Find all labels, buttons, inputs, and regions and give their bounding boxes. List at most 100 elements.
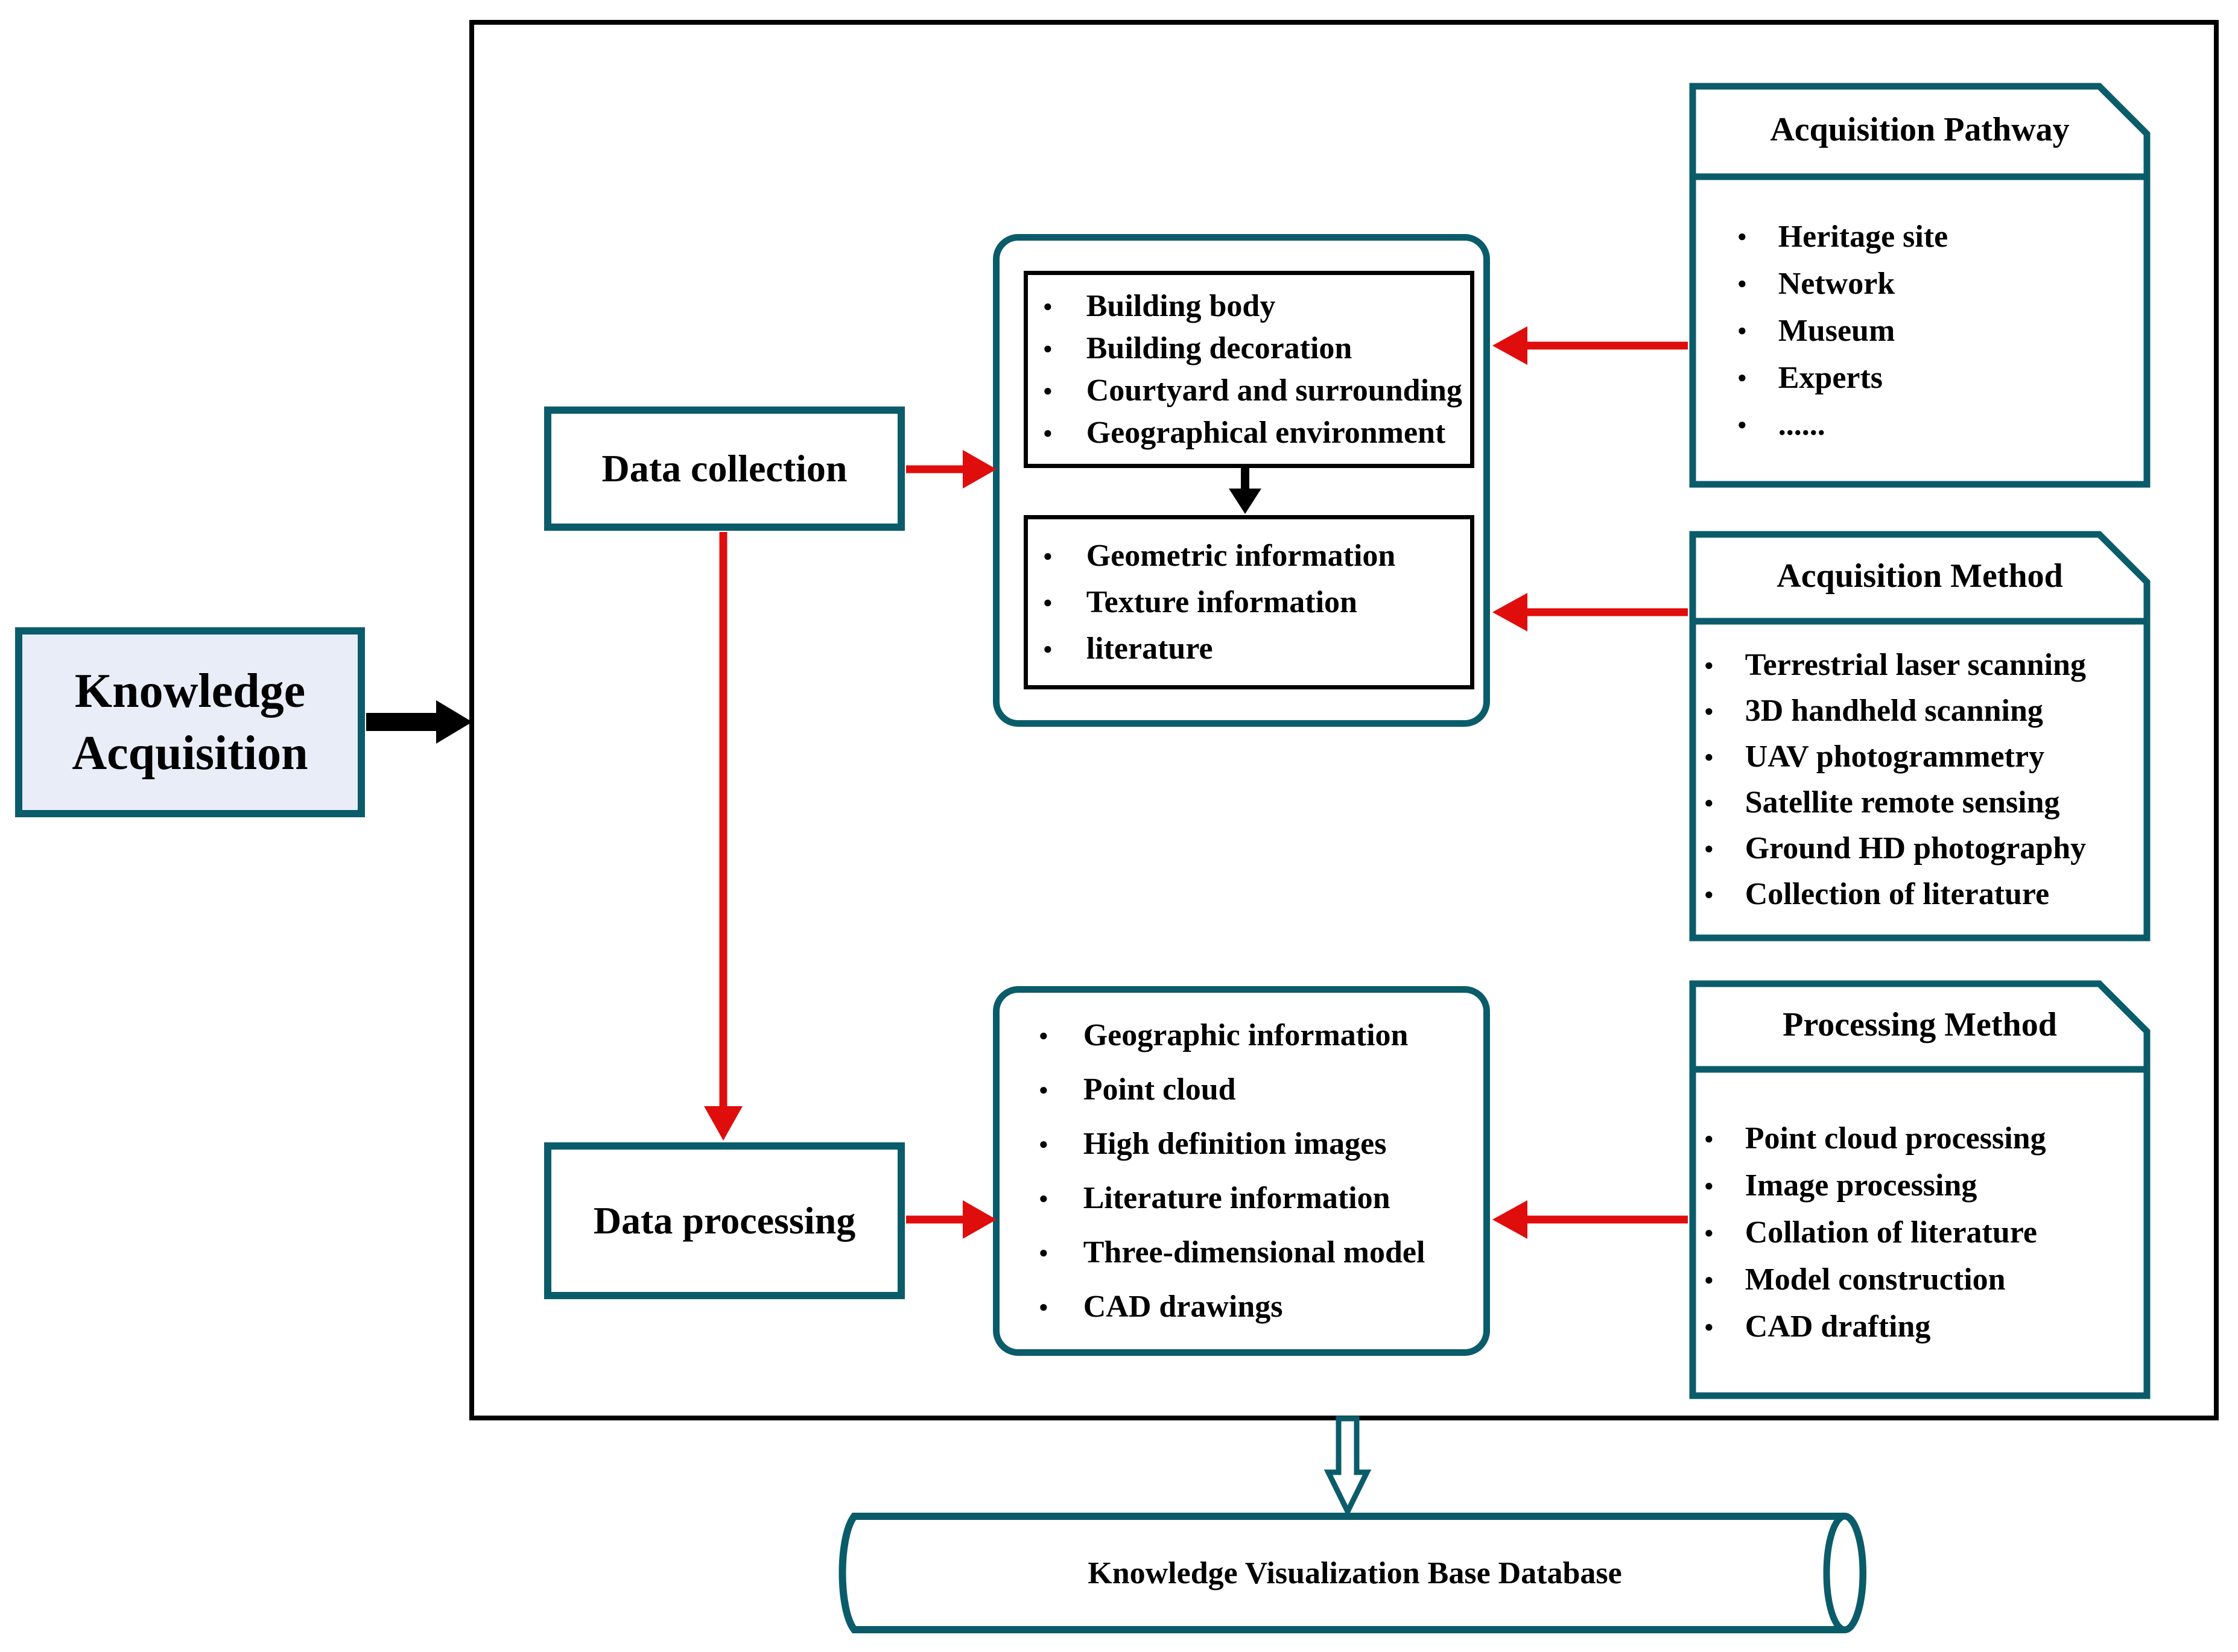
list-item: ● literature — [1028, 625, 1470, 672]
list-item: ● Point cloud — [1000, 1063, 1483, 1117]
list-item: ● CAD drawings — [1000, 1280, 1483, 1334]
list-item: ● Geographic information — [1000, 1008, 1483, 1063]
bullet-icon: ● — [1043, 593, 1053, 611]
acquisition-method-note: Acquisition Method ● Terrestrial laser s… — [1689, 531, 2151, 942]
acquisition-method-title: Acquisition Method — [1777, 557, 2063, 595]
list-item: ● Ground HD photography — [1689, 826, 2146, 872]
bullet-icon: ● — [1039, 1189, 1048, 1207]
bullet-icon: ● — [1704, 885, 1714, 903]
bullet-icon: ● — [1039, 1080, 1048, 1098]
list-item-label: Experts — [1778, 360, 1883, 395]
collection-outputs-box: ● Geometric information ● Texture inform… — [1024, 515, 1474, 689]
list-item: ● UAV photogrammetry — [1689, 734, 2146, 780]
list-item: ● Network — [1689, 260, 2146, 307]
list-item: ● Museum — [1689, 307, 2146, 354]
bullet-icon: ● — [1043, 381, 1053, 399]
list-item-label: Point cloud — [1083, 1072, 1236, 1107]
list-item-label: 3D handheld scanning — [1745, 694, 2043, 728]
collection-scope-list: ● Building body ● Building decoration ● … — [1028, 275, 1470, 464]
list-item-label: Network — [1778, 266, 1895, 301]
list-item-label: literature — [1086, 631, 1213, 666]
list-item-label: Collation of literature — [1745, 1215, 2037, 1250]
list-item-label: Heritage site — [1778, 219, 1948, 254]
processing-method-title: Processing Method — [1783, 1006, 2057, 1043]
bullet-icon: ● — [1737, 227, 1747, 245]
list-item-label: CAD drafting — [1745, 1309, 1931, 1344]
bullet-icon: ● — [1039, 1243, 1048, 1261]
list-item-label: Geographical environment — [1086, 416, 1446, 450]
list-item-label: Geometric information — [1086, 539, 1396, 573]
acquisition-method-list: ● Terrestrial laser scanning ● 3D handhe… — [1689, 624, 2146, 935]
bullet-icon: ● — [1039, 1135, 1048, 1153]
bullet-icon: ● — [1704, 1317, 1714, 1335]
list-item-label: Three-dimensional model — [1083, 1235, 1425, 1270]
bullet-icon: ● — [1704, 839, 1714, 857]
arrow-frame-to-database-icon — [1323, 1416, 1372, 1518]
bullet-icon: ● — [1043, 639, 1053, 657]
bullet-icon: ● — [1039, 1026, 1048, 1044]
list-item: ● 3D handheld scanning — [1689, 688, 2146, 734]
list-item: ● Model construction — [1689, 1256, 2146, 1303]
arrow-source-to-frame-icon — [366, 700, 472, 744]
knowledge-acquisition-label: Knowledge Acquisition — [72, 665, 308, 780]
list-item-label: CAD drawings — [1083, 1290, 1283, 1324]
bullet-icon: ● — [1704, 1223, 1714, 1241]
list-item-label: Ground HD photography — [1745, 831, 2087, 866]
bullet-icon: ● — [1704, 656, 1714, 674]
bullet-icon: ● — [1043, 546, 1053, 565]
list-item: ● CAD drafting — [1689, 1303, 2146, 1350]
note-border — [1689, 980, 2151, 1399]
collection-outputs-list: ● Geometric information ● Texture inform… — [1028, 519, 1470, 685]
bullet-icon: ● — [1737, 369, 1747, 386]
bullet-icon: ● — [1704, 1270, 1714, 1288]
processing-method-note: Processing Method ● Point cloud processi… — [1689, 980, 2151, 1399]
list-item: ● Courtyard and surrounding — [1028, 370, 1470, 412]
bullet-icon: ● — [1704, 701, 1714, 720]
data-collection-label: Data collection — [601, 447, 848, 490]
data-collection-box: Data collection — [544, 407, 905, 531]
list-item: ● ...... — [1689, 401, 2146, 448]
note-border — [1689, 83, 2151, 488]
list-item-label: Building body — [1086, 289, 1276, 323]
database-label: Knowledge Visualization Base Database — [1088, 1555, 1622, 1590]
list-item-label: Building decoration — [1086, 331, 1352, 366]
list-item-label: Model construction — [1745, 1262, 2006, 1297]
acquisition-pathway-title: Acquisition Pathway — [1770, 111, 2070, 148]
list-item-label: UAV photogrammetry — [1745, 739, 2045, 774]
list-item-label: Geographic information — [1083, 1018, 1409, 1052]
list-item: ● Satellite remote sensing — [1689, 780, 2146, 826]
bullet-icon: ● — [1043, 297, 1053, 315]
bullet-icon: ● — [1704, 1129, 1714, 1147]
data-processing-label: Data processing — [593, 1199, 856, 1242]
bullet-icon: ● — [1043, 339, 1053, 357]
list-item-label: Satellite remote sensing — [1745, 785, 2060, 820]
list-item-label: Collection of literature — [1745, 877, 2050, 911]
list-item: ● Terrestrial laser scanning — [1689, 642, 2146, 688]
list-item-label: Museum — [1778, 313, 1895, 348]
processing-outputs-box: ● Geographic information ● Point cloud ●… — [993, 986, 1490, 1356]
list-item-label: Texture information — [1086, 585, 1357, 619]
list-item: ● Geometric information — [1028, 533, 1470, 579]
note-outline — [1689, 980, 2151, 1399]
acquisition-pathway-list: ● Heritage site ● Network ● Museum — [1689, 179, 2146, 482]
bullet-icon: ● — [1704, 1176, 1714, 1194]
collection-scope-box: ● Building body ● Building decoration ● … — [1024, 271, 1474, 468]
acquisition-pathway-note: Acquisition Pathway ● Heritage site ● Ne… — [1689, 83, 2151, 488]
list-item: ● Building body — [1028, 285, 1470, 328]
bullet-icon: ● — [1737, 416, 1747, 433]
note-border — [1689, 531, 2151, 942]
data-processing-box: Data processing — [544, 1142, 905, 1299]
list-item: ● Collection of literature — [1689, 872, 2146, 917]
knowledge-acquisition-box: Knowledge Acquisition — [15, 627, 365, 817]
bullet-icon: ● — [1737, 274, 1747, 292]
list-item: ● Image processing — [1689, 1162, 2146, 1209]
list-item-label: Courtyard and surrounding — [1086, 373, 1462, 408]
list-item-label: Terrestrial laser scanning — [1745, 648, 2086, 682]
list-item: ● Texture information — [1028, 579, 1470, 625]
list-item: ● Three-dimensional model — [1000, 1226, 1483, 1280]
note-outline — [1689, 531, 2151, 942]
list-item: ● Building decoration — [1028, 328, 1470, 370]
list-item-label: Literature information — [1083, 1181, 1390, 1215]
bullet-icon: ● — [1039, 1297, 1048, 1315]
